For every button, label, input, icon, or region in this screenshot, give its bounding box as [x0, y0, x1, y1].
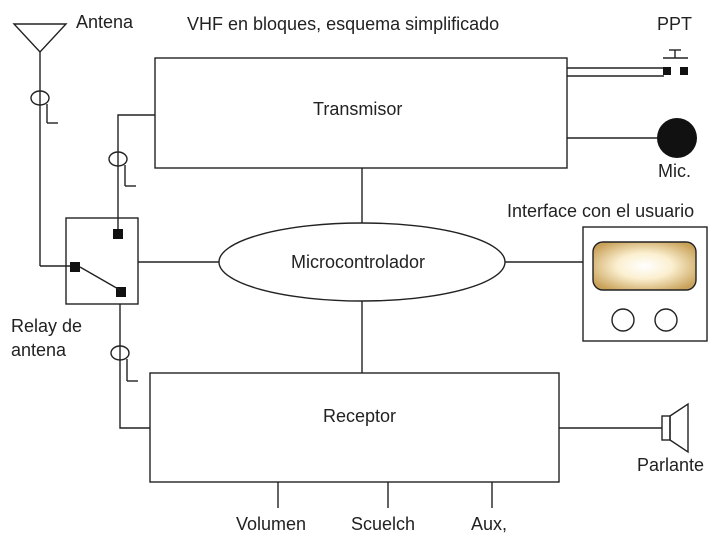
aux-label: Aux, — [471, 514, 508, 534]
diagram-title: VHF en bloques, esquema simplificado — [187, 14, 500, 34]
antenna-relay — [65, 217, 139, 305]
speaker-label: Parlante — [637, 455, 705, 475]
ptt-switch-icon — [567, 49, 688, 77]
coax-symbol-rx — [110, 345, 138, 382]
receiver-label: Receptor — [323, 406, 397, 426]
receiver-block — [149, 372, 560, 483]
coax-symbol-antenna — [30, 90, 58, 124]
relay-label-line1: Relay de — [11, 316, 83, 336]
coax-symbol-tx — [108, 151, 136, 187]
mic-label: Mic. — [658, 161, 691, 181]
microcontroller-label: Microcontrolador — [291, 252, 426, 272]
antenna-icon — [12, 23, 68, 266]
transmitter-label: Transmisor — [313, 99, 403, 119]
user-interface-panel — [582, 226, 708, 342]
speaker-icon — [661, 402, 689, 454]
squelch-label: Scuelch — [351, 514, 416, 534]
user-interface-label: Interface con el usuario — [507, 201, 695, 221]
relay-label-line2: antena — [11, 340, 67, 360]
transmitter-block — [154, 57, 568, 169]
microphone-icon — [657, 118, 697, 158]
volume-label: Volumen — [236, 514, 307, 534]
ptt-label: PPT — [657, 14, 693, 34]
antenna-label: Antena — [76, 12, 134, 32]
